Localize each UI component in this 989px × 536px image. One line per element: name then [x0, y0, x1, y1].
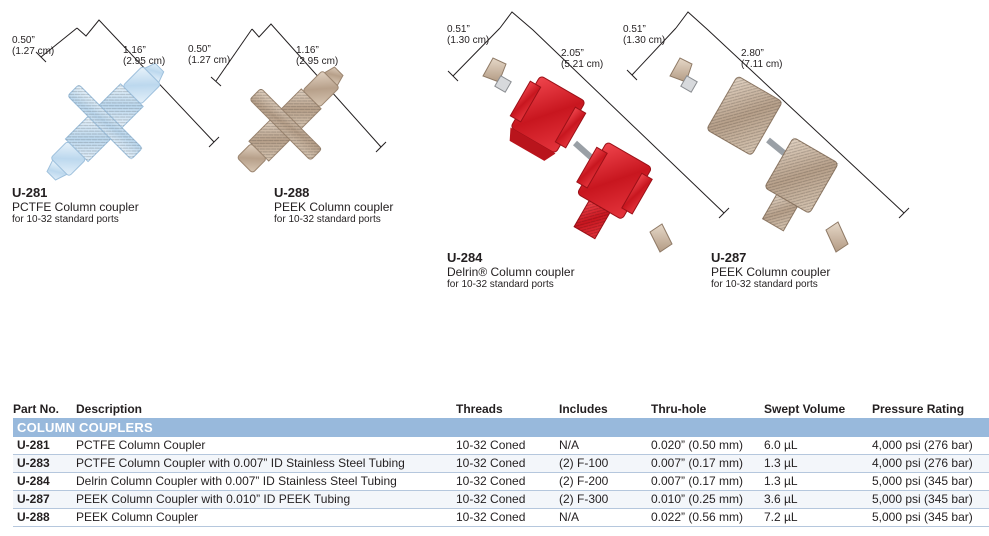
cell-threads: 10-32 Coned: [456, 454, 559, 473]
part-number: U-287: [711, 250, 747, 265]
cell-threads: 10-32 Coned: [456, 508, 559, 527]
caption-u288: U-288 PEEK Column coupler for 10-32 stan…: [274, 185, 393, 226]
dim-height-u284: 0.51”(1.30 cm): [447, 24, 490, 46]
table-row: U-288 PEEK Column Coupler 10-32 Coned N/…: [13, 508, 989, 527]
cell-part-no: U-283: [13, 454, 76, 473]
section-row: COLUMN COUPLERS: [13, 418, 989, 437]
table-row: U-284 Delrin Column Coupler with 0.007” …: [13, 472, 989, 491]
caption-u284: U-284 Delrin® Column coupler for 10-32 s…: [447, 250, 575, 291]
cell-pressure-rating: 5,000 psi (345 bar): [872, 490, 989, 509]
product-name: PEEK Column coupler: [711, 265, 831, 279]
header-description: Description: [76, 402, 143, 416]
cell-swept-volume: 3.6 µL: [764, 490, 872, 509]
header-part-no: Part No.: [13, 402, 60, 416]
cell-description: PEEK Column Coupler: [76, 508, 456, 527]
cell-threads: 10-32 Coned: [456, 437, 559, 455]
dim-length-u287: 2.80”(7.11 cm): [741, 48, 783, 70]
dimension-lines-u287: [626, 11, 910, 219]
dim-height-u281: 0.50”(1.27 cm): [12, 35, 55, 57]
product-name: PCTFE Column coupler: [12, 200, 139, 214]
coupler-u287-illustration: [669, 57, 849, 253]
table-row: U-283 PCTFE Column Coupler with 0.007” I…: [13, 454, 989, 473]
cell-thru-hole: 0.007” (0.17 mm): [651, 472, 764, 491]
dim-length-u281: 1.16”(2.95 cm): [123, 45, 166, 67]
cell-includes: N/A: [559, 508, 651, 527]
cell-description: Delrin Column Coupler with 0.007” ID Sta…: [76, 472, 456, 491]
product-ports: for 10-32 standard ports: [447, 279, 554, 290]
cell-includes: (2) F-300: [559, 490, 651, 509]
dimension-lines-u284: [447, 11, 730, 219]
part-number: U-288: [274, 185, 310, 200]
cell-swept-volume: 6.0 µL: [764, 437, 872, 455]
product-name: Delrin® Column coupler: [447, 265, 575, 279]
table-header-row: Part No. Description Threads Includes Th…: [13, 399, 989, 418]
coupler-u288-illustration: [237, 66, 344, 173]
caption-u281: U-281 PCTFE Column coupler for 10-32 sta…: [12, 185, 139, 226]
cell-description: PEEK Column Coupler with 0.010” ID PEEK …: [76, 490, 456, 509]
dim-height-u287: 0.51”(1.30 cm): [623, 24, 666, 46]
coupler-u281-illustration: [46, 62, 165, 181]
header-threads: Threads: [456, 402, 503, 416]
column-couplers-table: Part No. Description Threads Includes Th…: [13, 399, 989, 527]
cell-threads: 10-32 Coned: [456, 472, 559, 491]
cell-pressure-rating: 5,000 psi (345 bar): [872, 508, 989, 527]
cell-thru-hole: 0.010” (0.25 mm): [651, 490, 764, 509]
cell-includes: (2) F-200: [559, 472, 651, 491]
cell-pressure-rating: 4,000 psi (276 bar): [872, 437, 989, 455]
dim-height-u288: 0.50”(1.27 cm): [188, 44, 231, 66]
product-illustrations: [35, 11, 910, 253]
cell-thru-hole: 0.020” (0.50 mm): [651, 437, 764, 455]
cell-includes: N/A: [559, 437, 651, 455]
header-thru-hole: Thru-hole: [651, 402, 707, 416]
product-name: PEEK Column coupler: [274, 200, 394, 214]
coupler-u284-illustration: [482, 57, 673, 253]
cell-description: PCTFE Column Coupler with 0.007” ID Stai…: [76, 454, 456, 473]
product-ports: for 10-32 standard ports: [12, 214, 119, 225]
cell-thru-hole: 0.022” (0.56 mm): [651, 508, 764, 527]
cell-part-no: U-281: [13, 437, 76, 455]
cell-threads: 10-32 Coned: [456, 490, 559, 509]
cell-description: PCTFE Column Coupler: [76, 437, 456, 455]
header-includes: Includes: [559, 402, 608, 416]
table-row: U-287 PEEK Column Coupler with 0.010” ID…: [13, 490, 989, 509]
cell-swept-volume: 1.3 µL: [764, 472, 872, 491]
cell-pressure-rating: 5,000 psi (345 bar): [872, 472, 989, 491]
table-row: U-281 PCTFE Column Coupler 10-32 Coned N…: [13, 437, 989, 455]
product-ports: for 10-32 standard ports: [274, 214, 381, 225]
part-number: U-284: [447, 250, 483, 265]
cell-includes: (2) F-100: [559, 454, 651, 473]
header-pressure-rating: Pressure Rating: [872, 402, 965, 416]
product-ports: for 10-32 standard ports: [711, 279, 818, 290]
part-number: U-281: [12, 185, 48, 200]
dim-length-u288: 1.16”(2.95 cm): [296, 45, 339, 67]
cell-swept-volume: 1.3 µL: [764, 454, 872, 473]
cell-part-no: U-287: [13, 490, 76, 509]
header-swept-volume: Swept Volume: [764, 402, 846, 416]
section-title: COLUMN COUPLERS: [13, 418, 989, 437]
cell-thru-hole: 0.007” (0.17 mm): [651, 454, 764, 473]
dim-length-u284: 2.05”(5.21 cm): [561, 48, 604, 70]
cell-swept-volume: 7.2 µL: [764, 508, 872, 527]
caption-u287: U-287 PEEK Column coupler for 10-32 stan…: [711, 250, 830, 291]
cell-part-no: U-284: [13, 472, 76, 491]
cell-part-no: U-288: [13, 508, 76, 527]
cell-pressure-rating: 4,000 psi (276 bar): [872, 454, 989, 473]
